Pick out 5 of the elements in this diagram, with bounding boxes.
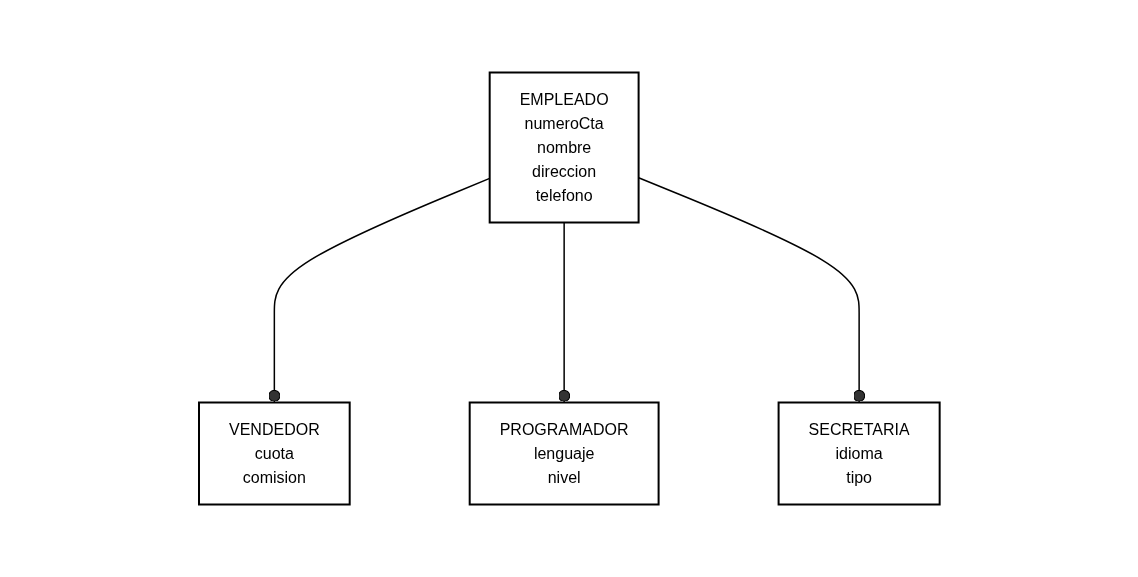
connector (557, 221, 570, 404)
node-box: VENDEDOR cuota comision (197, 401, 351, 506)
node-box: PROGRAMADOR lenguaje nivel (468, 401, 660, 506)
node-box: EMPLEADO numeroCta nombre direccion telefono (488, 71, 640, 224)
node-box: SECRETARIA idioma tipo (777, 401, 941, 506)
